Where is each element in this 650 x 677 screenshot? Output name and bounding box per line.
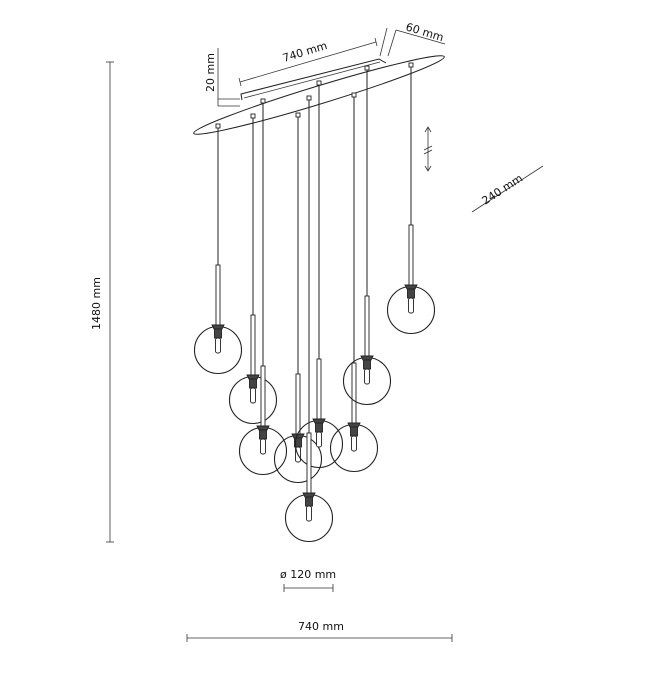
- socket-body: [249, 378, 257, 389]
- cable-anchor: [351, 92, 357, 98]
- globe-diameter-label: ø 120 mm: [280, 568, 336, 581]
- total-width-label: 740 mm: [298, 620, 344, 633]
- socket-body: [214, 328, 222, 339]
- pendant-rod: [351, 362, 357, 424]
- pendant-rod: [250, 314, 256, 376]
- globe-diameter-dimension: ø 120 mm: [280, 568, 336, 592]
- socket: [312, 418, 326, 424]
- socket-body: [305, 496, 313, 507]
- pendant: [342, 65, 392, 406]
- bulb: [260, 438, 266, 455]
- cable-anchor: [408, 62, 414, 68]
- pendants: [193, 62, 436, 543]
- pendant-rod: [295, 373, 301, 435]
- pendant: [193, 123, 243, 375]
- total-width-dimension: 740 mm: [186, 620, 453, 642]
- pendant-rod: [408, 224, 414, 286]
- pendant: [294, 80, 344, 469]
- bulb: [306, 505, 312, 522]
- pendant: [329, 92, 379, 473]
- socket: [404, 284, 418, 290]
- cable-anchor: [215, 123, 221, 129]
- pendant: [238, 98, 288, 476]
- socket: [291, 433, 305, 439]
- canopy-depth-label: 240 mm: [480, 172, 526, 208]
- socket: [347, 422, 361, 428]
- socket-body: [407, 288, 415, 299]
- pendant-rod: [215, 264, 221, 326]
- pendant: [273, 112, 323, 484]
- canopy-height-label: 20 mm: [204, 53, 217, 92]
- canopy-height-dimension: 20 mm: [204, 48, 240, 107]
- socket-body: [363, 359, 371, 370]
- socket: [360, 355, 374, 361]
- cable-anchor: [306, 95, 312, 101]
- total-height-dimension: 1480 mm: [90, 61, 114, 543]
- socket: [302, 492, 316, 498]
- canopy: [193, 55, 445, 135]
- bulb: [364, 368, 370, 385]
- socket: [211, 324, 225, 330]
- pendant-rod: [260, 365, 266, 427]
- socket-body: [350, 426, 358, 437]
- canopy-depth-dimension: 240 mm: [471, 165, 544, 213]
- cable-anchor: [316, 80, 322, 86]
- total-height-label: 1480 mm: [90, 277, 103, 330]
- socket-body: [315, 422, 323, 433]
- socket: [246, 374, 260, 380]
- adjustable-height-arrow-icon: [423, 126, 433, 172]
- pendant: [284, 95, 334, 543]
- cable-anchor: [250, 113, 256, 119]
- pendant-rod: [306, 432, 312, 494]
- cable-anchor: [364, 65, 370, 71]
- canopy-width-label: 60 mm: [404, 20, 445, 44]
- bulb: [408, 297, 414, 314]
- cable-anchor: [260, 98, 266, 104]
- canopy-width-dimension: 60 mm: [379, 20, 445, 57]
- socket: [256, 425, 270, 431]
- cable-anchor: [295, 112, 301, 118]
- bulb: [316, 431, 322, 448]
- bulb: [215, 337, 221, 354]
- canopy-length-label: 740 mm: [281, 39, 329, 65]
- socket-body: [259, 429, 267, 440]
- pendant-rod: [364, 295, 370, 357]
- pendant: [386, 62, 436, 335]
- bulb: [351, 435, 357, 452]
- pendant-rod: [316, 358, 322, 420]
- pendant: [228, 113, 278, 425]
- bulb: [250, 387, 256, 404]
- canopy-length-dimension: 740 mm: [238, 37, 378, 87]
